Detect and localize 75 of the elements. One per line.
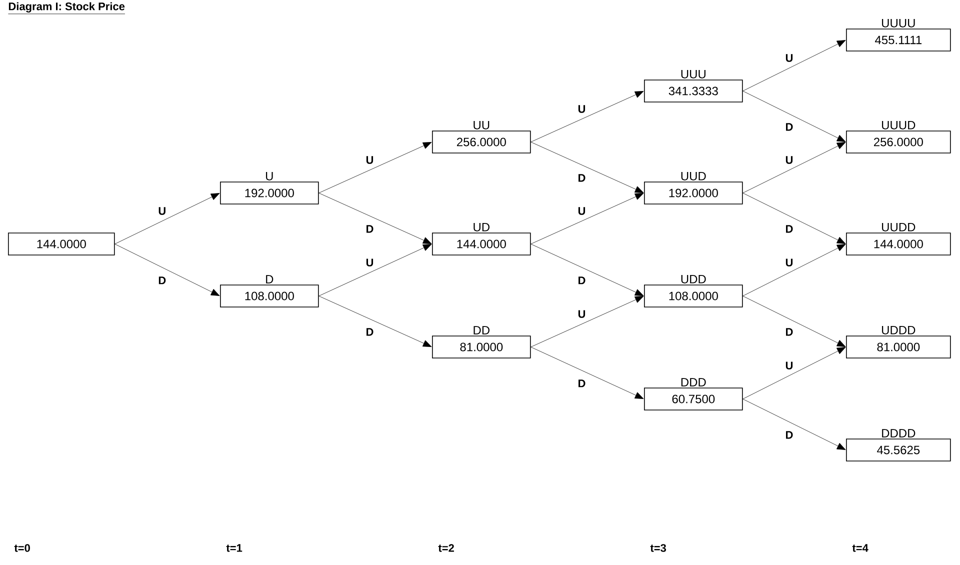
arrow: [530, 142, 644, 193]
node-label: UU: [474, 121, 490, 130]
node-label: UUDD: [882, 223, 916, 232]
value-box: 455.1111 UUUU: [846, 19, 951, 52]
arrow: [742, 347, 846, 400]
value-box: 81.0000 DD: [432, 326, 531, 358]
node-label: UD: [474, 223, 490, 232]
edge-label: U: [786, 156, 793, 164]
edge-label: D: [366, 328, 374, 336]
edge-label: D: [786, 431, 793, 439]
arrow: [530, 244, 644, 296]
edge-label: U: [366, 258, 374, 266]
node-label: UDDD: [882, 326, 916, 334]
node-label: U: [266, 172, 273, 180]
arrow: [114, 193, 220, 244]
edge-label: D: [786, 328, 793, 336]
arrow: [742, 192, 846, 244]
arrow: [742, 244, 846, 296]
value-box: 144.0000: [8, 232, 115, 256]
edge-label: D: [786, 123, 793, 131]
edge-label: U: [578, 105, 586, 113]
arrow: [742, 296, 846, 347]
edge-label: D: [578, 174, 586, 182]
edge-label: D: [786, 225, 793, 233]
arrow: [742, 40, 846, 92]
node-label: UUD: [681, 172, 706, 180]
node-label: UUUU: [882, 19, 915, 28]
value-box: 192.0000 U: [220, 172, 319, 204]
arrow: [530, 296, 644, 348]
arrow: [742, 90, 846, 142]
arrow: [318, 192, 432, 244]
node-label: UUUD: [882, 121, 916, 130]
edge-label: D: [366, 225, 374, 233]
edge-label: U: [786, 362, 793, 370]
edge-label: D: [578, 276, 586, 284]
edge-label: D: [158, 276, 166, 284]
time-label: t=3: [650, 544, 666, 552]
value-box: 144.0000 UUDD: [846, 223, 951, 256]
value-box: 45.5625 DDDD: [846, 429, 951, 462]
arrow: [530, 346, 644, 399]
arrow: [742, 142, 846, 194]
edge-label: U: [578, 207, 586, 215]
value-box: 144.0000 UD: [432, 223, 531, 256]
value-box: 108.0000 UDD: [644, 275, 743, 308]
title: Diagram I: Stock Price: [8, 2, 126, 14]
edge-label: U: [786, 258, 793, 266]
value-box: 341.3333 UUU: [644, 70, 743, 102]
value-box: 81.0000 UDDD: [846, 326, 951, 358]
node-label: DD: [474, 326, 490, 334]
time-label: t=0: [14, 544, 30, 552]
arrow: [114, 244, 220, 296]
edge-label: D: [578, 380, 586, 388]
arrow: [742, 398, 846, 450]
arrow: [530, 91, 644, 142]
value-box: 256.0000 UU: [432, 121, 531, 154]
time-label: t=1: [226, 544, 242, 552]
edge-label: U: [366, 156, 374, 164]
node-label: UUU: [681, 70, 706, 78]
node-label: D: [266, 275, 274, 284]
node-label: DDD: [681, 378, 706, 386]
value-box: 108.0000 D: [220, 275, 319, 308]
value-box: 256.0000 UUUD: [846, 121, 951, 154]
value-box: 60.7500 DDD: [644, 378, 743, 410]
arrow: [318, 244, 432, 296]
arrow: [318, 142, 432, 194]
time-label: t=4: [852, 544, 868, 552]
edge-label: U: [786, 54, 793, 62]
value-box: 192.0000 UUD: [644, 172, 743, 204]
edge-label: U: [158, 207, 166, 215]
arrow: [530, 193, 644, 244]
node-label: UDD: [681, 275, 706, 284]
time-label: t=2: [438, 544, 454, 552]
node-label: DDDD: [882, 429, 916, 438]
arrow: [318, 296, 432, 347]
edge-label: U: [578, 310, 586, 318]
